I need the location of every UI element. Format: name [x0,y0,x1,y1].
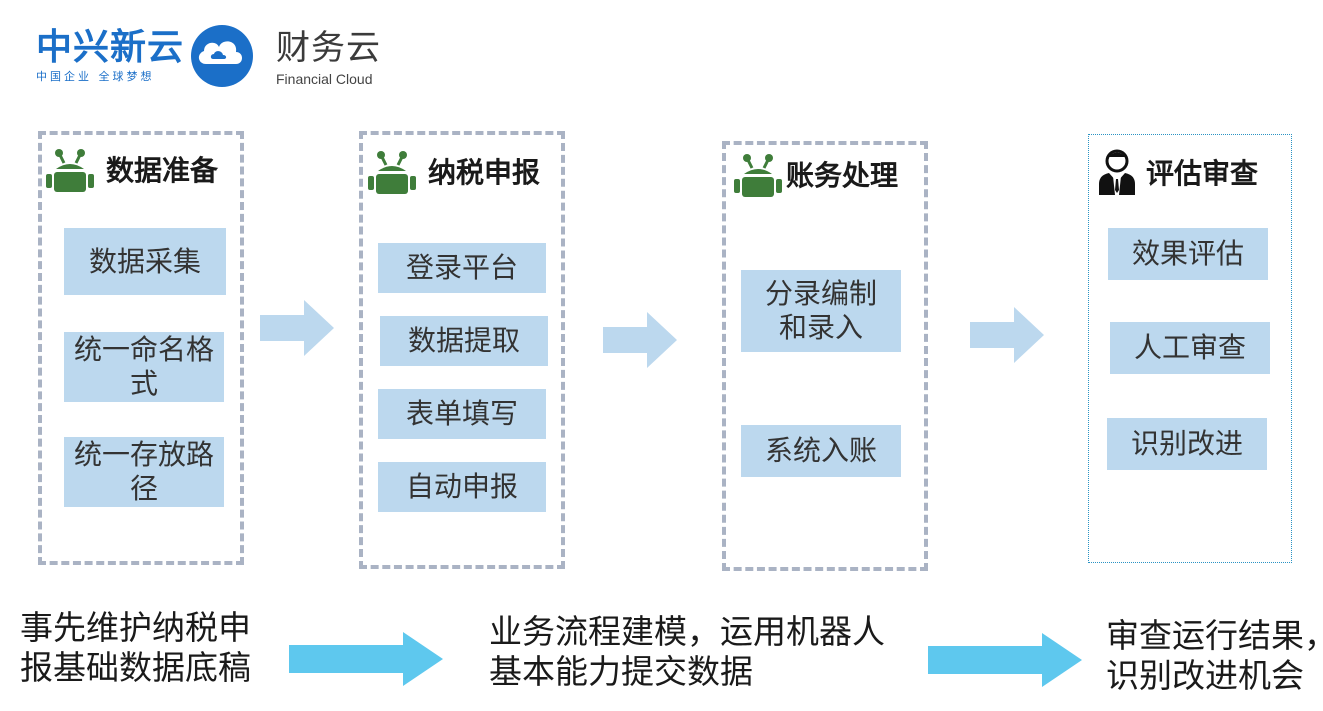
step-box: 表单填写 [378,389,546,439]
brand-name: 中兴新云 [36,27,185,68]
step-box: 数据采集 [64,228,226,295]
stage-header: 数据准备 [44,145,218,193]
flow-arrow-icon [289,632,443,686]
description-line: 报基础数据底稿 [20,648,251,687]
description-line: 基本能力提交数据 [489,652,753,691]
description-line: 业务流程建模，运用机器人 [489,612,885,651]
description-middle: 业务流程建模，运用机器人 基本能力提交数据 [489,612,885,692]
flow-arrow-icon [260,300,334,356]
stage-title: 账务处理 [786,159,899,192]
step-box: 登录平台 [378,243,546,293]
step-box: 自动申报 [378,462,546,512]
product-logo: 财务云 Financial Cloud [276,26,381,88]
stage-accounting [722,141,928,571]
stage-header: 纳税申报 [366,147,540,195]
step-box: 识别改进 [1107,418,1267,470]
step-box: 人工审查 [1110,322,1270,374]
robot-icon [46,149,94,192]
description-left: 事先维护纳税申 报基础数据底稿 [20,608,251,688]
flow-arrow-icon [970,307,1044,363]
stage-data-preparation [38,131,244,565]
step-box: 数据提取 [380,316,548,366]
cloud-logo-icon [191,25,253,87]
product-name: 财务云 [276,28,381,68]
description-line: 事先维护纳税申 [20,608,251,647]
stage-tax-filing [359,131,565,569]
description-right: 审查运行结果， 识别改进机会 [1106,616,1323,696]
stage-header: 评估审查 [1098,148,1258,196]
step-box: 效果评估 [1108,228,1268,280]
product-name-en: Financial Cloud [276,71,373,87]
flow-arrow-icon [928,633,1082,687]
person-icon [1099,149,1135,195]
description-line: 识别改进机会 [1106,656,1304,695]
step-box: 系统入账 [741,425,901,477]
stage-review [1088,134,1292,563]
brand-logo: 中兴新云 中国企业 全球梦想 [36,26,184,84]
step-box: 统一命名格式 [64,332,224,402]
robot-icon [368,151,416,194]
step-box: 统一存放路径 [64,437,224,507]
stage-header: 账务处理 [732,150,898,198]
step-box: 分录编制和录入 [741,270,901,352]
stage-title: 纳税申报 [428,156,541,189]
robot-icon [734,154,782,197]
stage-title: 数据准备 [106,154,219,187]
flow-arrow-icon [603,312,677,368]
brand-slogan: 中国企业 全球梦想 [36,70,155,83]
stage-title: 评估审查 [1146,157,1259,190]
description-line: 审查运行结果， [1106,616,1323,655]
